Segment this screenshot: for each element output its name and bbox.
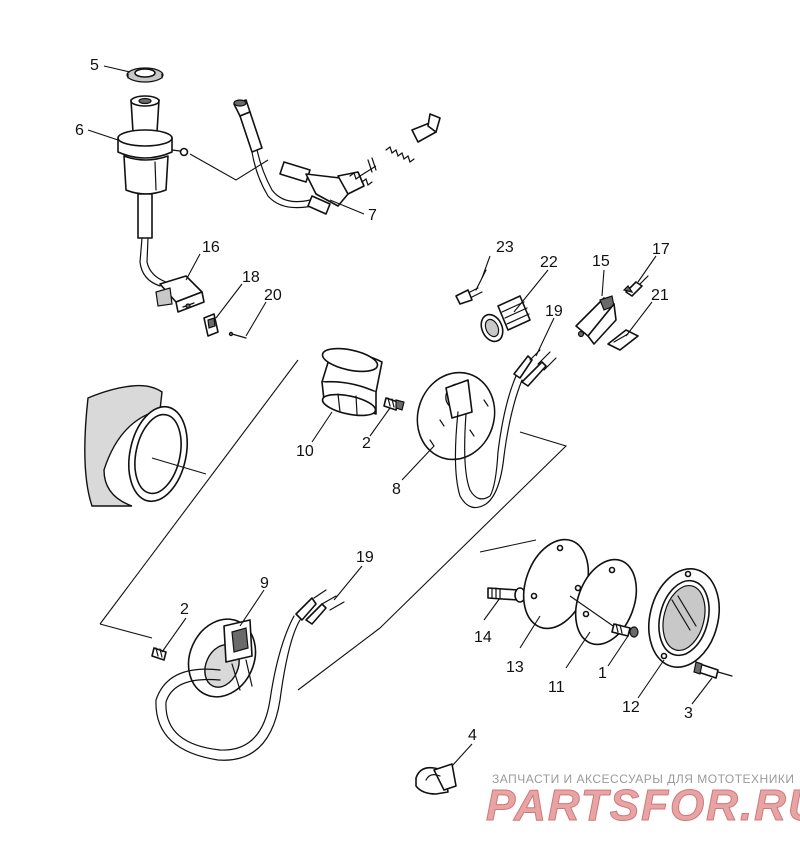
part-15-connector-housing	[575, 295, 617, 345]
callout-23: 23	[496, 239, 514, 256]
callout-2-upper: 2	[362, 435, 371, 452]
callout-15: 15	[592, 253, 610, 270]
callout-22: 22	[540, 254, 558, 271]
callout-21: 21	[651, 287, 669, 304]
callout-19-upper: 19	[545, 303, 563, 320]
callout-13: 13	[506, 659, 524, 676]
part-16-connector	[155, 275, 205, 313]
callout-4: 4	[468, 727, 477, 744]
part-14-stud	[487, 587, 526, 603]
part-9-stator-rotor	[151, 589, 345, 761]
part-6-coil-housing	[117, 95, 189, 287]
callout-11: 11	[548, 679, 565, 696]
callout-10: 10	[296, 443, 314, 460]
callout-18: 18	[242, 269, 260, 286]
part-23-bolt	[455, 269, 487, 305]
callout-17: 17	[652, 241, 670, 258]
callout-7: 7	[368, 207, 377, 224]
callout-14: 14	[474, 629, 492, 646]
part-2-screw-upper	[383, 397, 405, 411]
part-8-stator-plate	[416, 349, 557, 509]
part-10-trim-ring	[321, 347, 383, 417]
watermark: ЗАПЧАСТИ И АКСЕССУАРЫ ДЛЯ МОТОТЕХНИКИ PA…	[486, 772, 800, 831]
callout-16: 16	[202, 239, 220, 256]
callout-5: 5	[90, 57, 99, 74]
watermark-brand: PARTSFOR.RU	[486, 781, 800, 830]
callout-9: 9	[260, 575, 269, 592]
engine-cover-housing	[84, 384, 207, 507]
callout-3: 3	[684, 705, 693, 722]
watermark-tagline: ЗАПЧАСТИ И АКСЕССУАРЫ ДЛЯ МОТОТЕХНИКИ	[492, 772, 794, 786]
part-17-terminal	[622, 275, 649, 297]
callout-6: 6	[75, 122, 84, 139]
part-3-screw	[693, 661, 733, 679]
part-5-seal-cap	[126, 67, 164, 83]
callout-8: 8	[392, 481, 401, 498]
part-12-timing-cover	[648, 567, 720, 669]
callout-20: 20	[264, 287, 282, 304]
part-1-screw	[611, 623, 639, 638]
part-4-clip	[415, 763, 457, 795]
part-22-grommet	[480, 295, 531, 343]
callout-12: 12	[622, 699, 640, 716]
callout-labels: 5 6 16 18 20 7 23 22 15 17 21 19 10 2 8 …	[75, 57, 693, 744]
part-7-spark-plug-wires	[189, 99, 441, 215]
part-20-pin	[228, 331, 247, 339]
part-11-spacer-plate	[569, 558, 638, 646]
section-outline	[99, 359, 568, 691]
callout-19-lower: 19	[356, 549, 374, 566]
leader-lines	[87, 65, 713, 767]
part-21-lock-clip	[607, 329, 639, 351]
callout-1: 1	[598, 665, 607, 682]
callout-2-lower: 2	[180, 601, 189, 618]
part-18-terminal	[203, 313, 219, 337]
